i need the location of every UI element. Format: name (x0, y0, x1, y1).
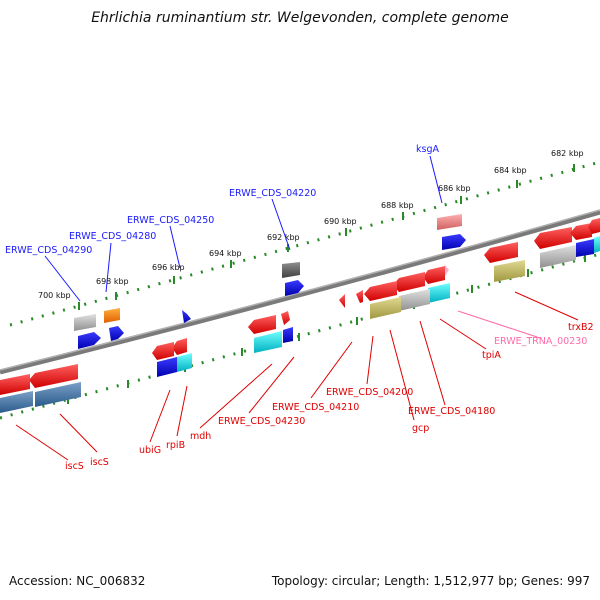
gene-ERWE_TRNA_00230[interactable] (484, 242, 518, 263)
gene-iscS-cog[interactable] (35, 382, 81, 407)
gene-rpiB-cog[interactable] (177, 353, 192, 372)
gene-iscS[interactable] (29, 364, 78, 388)
scale-label-696: 696 kbp (152, 263, 185, 272)
label-ERWE_CDS_04290: ERWE_CDS_04290 (5, 245, 92, 256)
gene-ERWE_CDS_04210[interactable] (356, 290, 363, 303)
label-ERWE_CDS_04250: ERWE_CDS_04250 (127, 215, 214, 226)
gene-trxB2-c-cog[interactable] (594, 236, 600, 253)
gene-ERWE_CDS_04230[interactable] (281, 311, 290, 325)
scale-label-684: 684 kbp (494, 166, 527, 175)
gene-gcp[interactable] (393, 272, 425, 292)
genome-backbone (0, 209, 600, 375)
gene-ERWE_CDS_04280[interactable] (104, 308, 120, 323)
gene-ERWE_CDS_04180-cog[interactable] (428, 283, 450, 303)
reverse-genes (0, 218, 600, 413)
reverse-scale-track (0, 252, 600, 420)
map-title: Ehrlichia ruminantium str. Welgevonden, … (91, 10, 509, 26)
label-iscS-2: iscS (65, 461, 84, 472)
scale-label-700: 700 kbp (38, 291, 71, 300)
gene-iscS-2[interactable] (0, 374, 30, 395)
accession-text: Accession: NC_006832 (9, 574, 146, 588)
reverse-major-ticks (67, 254, 586, 404)
label-ERWE_CDS_04230: ERWE_CDS_04230 (218, 416, 305, 427)
gene-trxB2-c[interactable] (588, 218, 600, 234)
scale-label-682: 682 kbp (551, 149, 584, 158)
label-ERWE_CDS_04210: ERWE_CDS_04210 (272, 402, 359, 413)
gene-ERWE_CDS_04180[interactable] (423, 266, 445, 284)
gene-trxB2[interactable] (534, 227, 572, 249)
gene-ERWE_CDS_04220[interactable] (282, 262, 300, 278)
forward-major-ticks (78, 164, 575, 310)
label-gcp: gcp (412, 423, 429, 434)
scale-label-688: 688 kbp (381, 201, 414, 210)
gene-trxB2-b-cog[interactable] (576, 239, 594, 257)
label-ubiG: ubiG (139, 445, 161, 456)
gene-gcp-cog[interactable] (399, 289, 430, 311)
trna-callout (457, 310, 541, 339)
gene-ERWE_CDS_04220-cog[interactable] (285, 280, 304, 296)
label-ERWE_CDS_04180: ERWE_CDS_04180 (408, 406, 495, 417)
reverse-callouts (15, 291, 579, 461)
gene-ERWE_TRNA_00230-cog[interactable] (494, 260, 525, 282)
label-iscS-1: iscS (90, 457, 109, 468)
gene-iscS-2-cog[interactable] (0, 391, 33, 413)
label-tpiA: tpiA (482, 350, 501, 361)
gene-ERWE_CDS_04200-cog[interactable] (370, 297, 401, 319)
label-ERWE_CDS_04220: ERWE_CDS_04220 (229, 188, 316, 199)
gene-ksgA-cog[interactable] (442, 234, 466, 250)
scale-label-692: 692 kbp (267, 233, 300, 242)
gene-ERWE_CDS_04210-b[interactable] (339, 294, 345, 308)
topology-text: Topology: circular; Length: 1,512,977 bp… (271, 574, 590, 588)
gene-rpiB[interactable] (172, 338, 187, 355)
gene-ksgA[interactable] (437, 214, 462, 230)
gene-ERWE_CDS_04280-cog[interactable] (109, 326, 124, 341)
gene-ERWE_CDS_04290-cog[interactable] (78, 332, 101, 349)
gene-ubiG[interactable] (152, 342, 174, 360)
label-trxB2: trxB2 (568, 322, 594, 333)
gene-mdh[interactable] (248, 315, 276, 334)
gene-trxB2-cog[interactable] (540, 245, 576, 268)
label-mdh: mdh (190, 431, 211, 442)
gene-ERWE_CDS_04200[interactable] (364, 281, 397, 301)
label-ERWE_CDS_04200: ERWE_CDS_04200 (326, 387, 413, 398)
gene-ERWE_CDS_04250[interactable] (182, 310, 191, 323)
gene-ubiG-cog[interactable] (157, 357, 177, 377)
label-ERWE_TRNA_00230: ERWE_TRNA_00230 (494, 336, 587, 347)
scale-label-686: 686 kbp (438, 184, 471, 193)
gene-trxB2-b[interactable] (570, 223, 592, 240)
forward-callouts (44, 155, 443, 302)
label-ksgA: ksgA (416, 144, 439, 155)
gene-ERWE_CDS_04230-cog[interactable] (283, 327, 293, 343)
label-rpiB: rpiB (166, 440, 185, 451)
scale-label-690: 690 kbp (324, 217, 357, 226)
gene-ERWE_CDS_04290[interactable] (74, 314, 96, 331)
label-ERWE_CDS_04280: ERWE_CDS_04280 (69, 231, 156, 242)
gene-mdh-cog[interactable] (254, 331, 282, 353)
scale-label-698: 698 kbp (96, 277, 129, 286)
forward-genes (74, 214, 466, 349)
scale-label-694: 694 kbp (209, 249, 242, 258)
